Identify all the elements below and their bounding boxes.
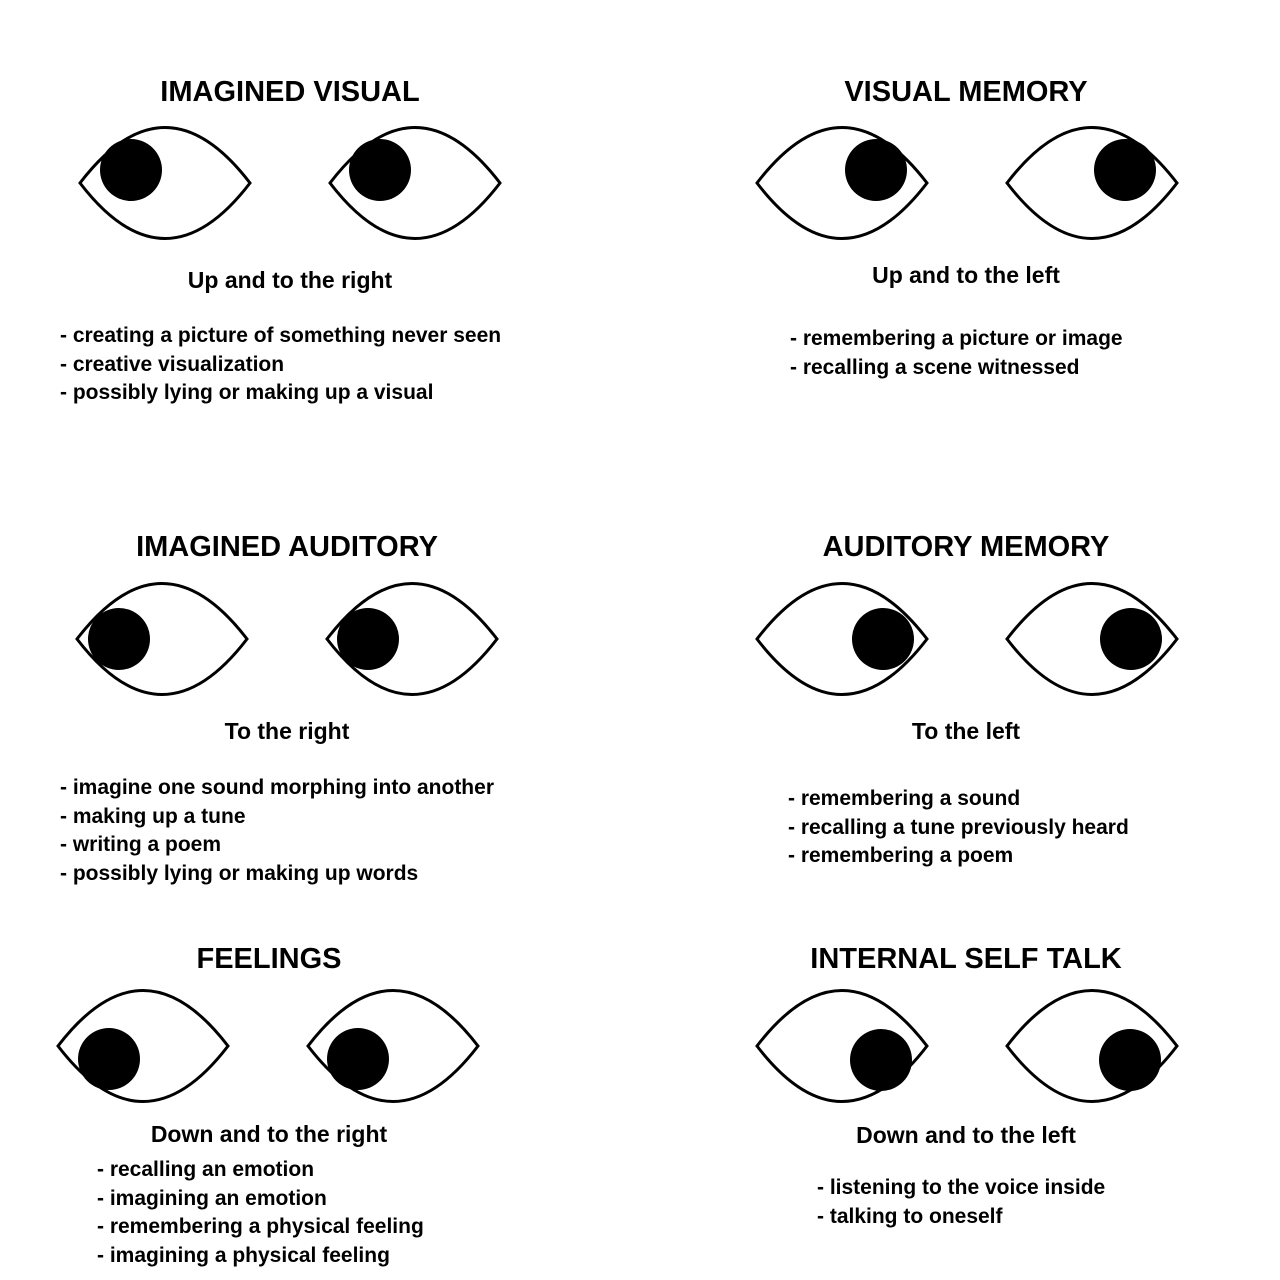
list-item: - making up a tune	[60, 804, 246, 828]
pupil	[100, 139, 162, 201]
pupil	[845, 139, 907, 201]
pupil	[1100, 608, 1162, 670]
direction-label: Up and to the right	[187, 267, 393, 293]
list-item: - creating a picture of something never …	[60, 324, 502, 347]
list-item: - recalling an emotion	[97, 1158, 315, 1181]
list-item: - remembering a poem	[788, 844, 1014, 868]
pupil	[349, 139, 411, 201]
bullet-list: - imagine one sound morphing into anothe…	[60, 774, 494, 889]
list-item: - writing a poem	[60, 833, 222, 857]
pupil	[1099, 1029, 1161, 1091]
bullet-list: - remembering a picture or image - recal…	[790, 325, 1123, 382]
list-item: - talking to oneself	[817, 1204, 1003, 1228]
direction-label: To the right	[224, 718, 350, 744]
pupil	[850, 1029, 912, 1091]
list-item: - imagining a physical feeling	[97, 1244, 390, 1268]
list-item: - remembering a physical feeling	[97, 1215, 424, 1239]
panel-title: FEELINGS	[196, 943, 342, 975]
direction-label: Down and to the right	[150, 1121, 388, 1147]
pupil	[337, 608, 399, 670]
direction-label: Up and to the left	[872, 262, 1060, 288]
pupil	[78, 1028, 140, 1090]
direction-label: Down and to the left	[856, 1122, 1076, 1148]
bullet-list: - remembering a sound - recalling a tune…	[788, 785, 1129, 871]
list-item: - creative visualization	[60, 352, 285, 376]
list-item: - remembering a picture or image	[790, 327, 1123, 350]
panel-title: VISUAL MEMORY	[844, 76, 1088, 108]
list-item: - possibly lying or making up words	[60, 862, 419, 886]
list-item: - recalling a scene witnessed	[790, 355, 1080, 379]
list-item: - recalling a tune previously heard	[788, 815, 1129, 839]
list-item: - listening to the voice inside	[817, 1176, 1106, 1199]
list-item: - imagine one sound morphing into anothe…	[60, 776, 494, 799]
pupil	[88, 608, 150, 670]
panel-title: IMAGINED AUDITORY	[136, 531, 438, 563]
list-item: - possibly lying or making up a visual	[60, 381, 434, 405]
direction-label: To the left	[911, 718, 1021, 744]
panel-title: IMAGINED VISUAL	[160, 76, 420, 108]
panel-title: INTERNAL SELF TALK	[810, 943, 1122, 975]
pupil	[852, 608, 914, 670]
list-item: - imagining an emotion	[97, 1186, 327, 1210]
panel-title: AUDITORY MEMORY	[822, 531, 1110, 563]
pupil	[1094, 139, 1156, 201]
list-item: - remembering a sound	[788, 787, 1021, 810]
bullet-list: - listening to the voice inside - talkin…	[817, 1174, 1105, 1231]
pupil	[327, 1028, 389, 1090]
bullet-list: - creating a picture of something never …	[60, 322, 501, 408]
bullet-list: - recalling an emotion - imagining an em…	[97, 1156, 424, 1271]
